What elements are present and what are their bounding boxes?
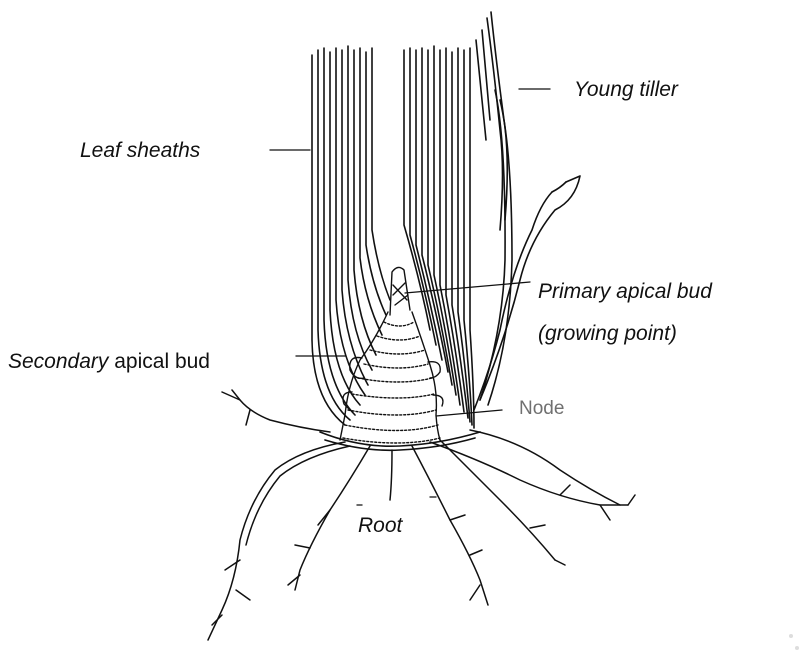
label-root: Root [358,514,404,537]
young-tiller [476,12,512,405]
label-secondary-italic: Secondary [8,350,110,373]
decorative-dot [795,646,799,650]
leaf-sheaths-right [404,46,474,428]
label-secondary-rest: apical bud [108,350,210,373]
label-leaf-sheaths: Leaf sheaths [80,139,201,162]
label-primary-apical-bud: Primary apical bud [538,280,713,303]
label-secondary-apical-bud: Secondary apical bud [8,350,210,373]
growing-cone [340,312,443,443]
label-young-tiller: Young tiller [574,78,679,101]
decorative-dot [789,634,793,638]
roots [208,390,635,640]
label-growing-point-text: (growing point) [538,322,677,345]
label-node: Node [519,398,564,419]
primary-apical-bud [390,267,410,315]
leaf-sheaths-left [312,46,390,425]
